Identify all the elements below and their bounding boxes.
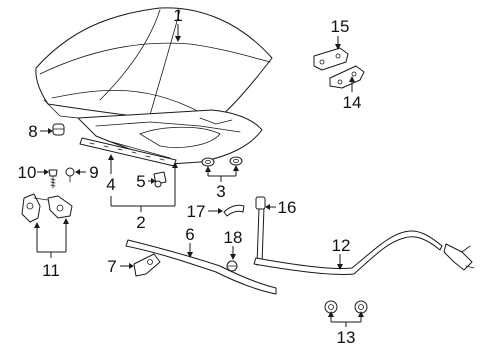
callout-13: 13: [337, 328, 356, 347]
callout-14: 14: [343, 93, 362, 112]
hood-release-cable: [253, 230, 475, 276]
hood-panel: [35, 7, 273, 125]
callout-labels: 1 2 3 4 5 6 7 8 9 10 11 12 13 14 15 16 1…: [18, 6, 362, 347]
callout-12: 12: [332, 236, 351, 255]
hood-rear-seal: [125, 239, 277, 295]
callout-17: 17: [187, 202, 206, 221]
callout-11: 11: [42, 261, 60, 280]
callout-5: 5: [136, 172, 145, 191]
hood-push-pin: [226, 260, 238, 272]
cable-grommets: [324, 300, 368, 314]
hood-hinge-bracket-lower: [329, 65, 365, 89]
callout-10: 10: [18, 163, 37, 182]
hood-hinge-pair: [21, 193, 73, 223]
callout-2: 2: [136, 213, 145, 232]
hood-bolt: [48, 169, 58, 189]
hood-bumper: [52, 123, 65, 136]
callout-8: 8: [28, 122, 37, 141]
hood-hose: [223, 204, 245, 217]
callout-4: 4: [106, 175, 115, 194]
hood-support-strut: [255, 196, 266, 266]
callout-18: 18: [224, 228, 243, 247]
callout-7: 7: [107, 257, 116, 276]
hood-hinge-bracket-upper: [313, 47, 349, 71]
callout-9: 9: [89, 163, 98, 182]
hood-grommets: [201, 156, 243, 167]
hood-latch-bracket: [133, 253, 161, 277]
callout-1: 1: [173, 6, 182, 25]
leader-lines: [34, 24, 364, 327]
hood-clip: [153, 171, 167, 188]
callout-3: 3: [216, 182, 225, 201]
hood-inner-panel: [77, 109, 263, 165]
callout-15: 15: [331, 17, 350, 36]
callout-16: 16: [278, 198, 297, 217]
callout-6: 6: [185, 225, 194, 244]
hood-screw: [65, 167, 75, 183]
